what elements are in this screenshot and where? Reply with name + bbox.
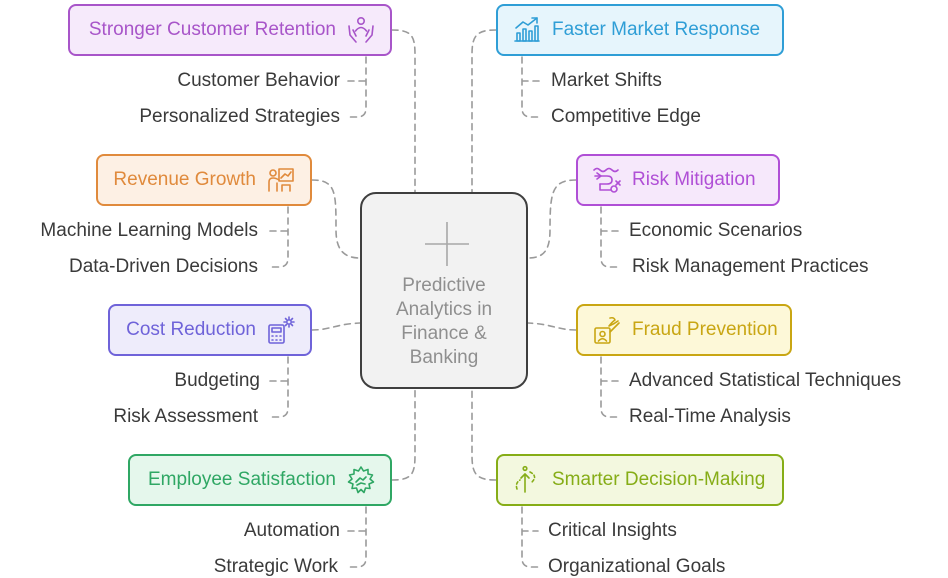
detail-machine-learning-models: Machine Learning Models — [40, 220, 258, 241]
node-title: Smarter Decision-Making — [552, 469, 766, 490]
people-care-icon — [346, 15, 376, 45]
connector-cost — [311, 322, 361, 331]
node-risk-mitigation: Risk Mitigation — [576, 154, 780, 206]
node-title: Fraud Prevention — [632, 319, 778, 340]
risk-path-icon — [592, 165, 622, 195]
center-title-line: Analytics in — [395, 299, 493, 320]
node-employee-satisfaction: Employee Satisfaction — [128, 454, 392, 506]
detail-organizational-goals: Organizational Goals — [548, 556, 726, 577]
detail-connector-cost — [269, 356, 289, 418]
detail-connector-retention — [347, 56, 367, 118]
detail-connector-revenue — [269, 206, 289, 268]
connector-risk — [527, 179, 577, 259]
center-title: Predictive Analytics in Finance & Bankin… — [362, 274, 526, 370]
node-cost-reduction: Cost Reduction — [108, 304, 312, 356]
node-faster-market-response: Faster Market Response — [496, 4, 784, 56]
detail-personalized-strategies: Personalized Strategies — [139, 106, 340, 127]
node-title: Employee Satisfaction — [148, 469, 336, 490]
connector-revenue — [311, 179, 361, 259]
detail-connector-decision — [521, 506, 541, 568]
path-flag-icon — [512, 465, 542, 495]
detail-risk-assessment: Risk Assessment — [113, 406, 258, 427]
connector-decision — [471, 388, 497, 481]
node-title: Cost Reduction — [126, 319, 256, 340]
node-fraud-prevention: Fraud Prevention — [576, 304, 792, 356]
node-title: Risk Mitigation — [632, 169, 756, 190]
node-smarter-decision-making: Smarter Decision-Making — [496, 454, 784, 506]
center-node: Predictive Analytics in Finance & Bankin… — [360, 192, 528, 389]
connector-fraud — [527, 322, 577, 331]
detail-risk-management-practices: Risk Management Practices — [632, 256, 869, 277]
detail-connector-market — [521, 56, 541, 118]
connector-employee — [391, 388, 416, 481]
detail-connector-fraud — [600, 356, 621, 418]
center-title-line: Finance & — [401, 323, 487, 344]
center-title-line: Banking — [409, 347, 479, 368]
detail-budgeting: Budgeting — [174, 370, 260, 391]
node-title: Stronger Customer Retention — [88, 19, 336, 40]
id-signature-icon — [592, 315, 622, 345]
detail-automation: Automation — [243, 520, 340, 541]
plus-icon — [425, 222, 469, 266]
detail-strategic-work: Strategic Work — [213, 556, 338, 577]
node-stronger-customer-retention: Stronger Customer Retention — [68, 4, 392, 56]
presenter-chart-icon — [266, 165, 296, 195]
node-revenue-growth: Revenue Growth — [96, 154, 312, 206]
connector-market — [471, 29, 497, 193]
detail-economic-scenarios: Economic Scenarios — [629, 220, 803, 241]
detail-data-driven-decisions: Data-Driven Decisions — [68, 256, 258, 277]
calculator-gear-icon — [266, 315, 296, 345]
node-title: Revenue Growth — [113, 169, 256, 190]
connector-retention — [391, 29, 416, 193]
detail-critical-insights: Critical Insights — [548, 520, 677, 541]
node-title: Faster Market Response — [552, 19, 761, 40]
detail-customer-behavior: Customer Behavior — [177, 70, 340, 91]
detail-advanced-statistical-techniques: Advanced Statistical Techniques — [629, 370, 902, 391]
center-title-line: Predictive — [402, 275, 486, 296]
bar-chart-growth-icon — [512, 15, 542, 45]
detail-market-shifts: Market Shifts — [551, 70, 662, 91]
gear-hand-icon — [346, 465, 376, 495]
detail-real-time-analysis: Real-Time Analysis — [629, 406, 791, 427]
detail-connector-risk — [600, 206, 621, 268]
detail-competitive-edge: Competitive Edge — [551, 106, 701, 127]
detail-connector-employee — [347, 506, 367, 568]
